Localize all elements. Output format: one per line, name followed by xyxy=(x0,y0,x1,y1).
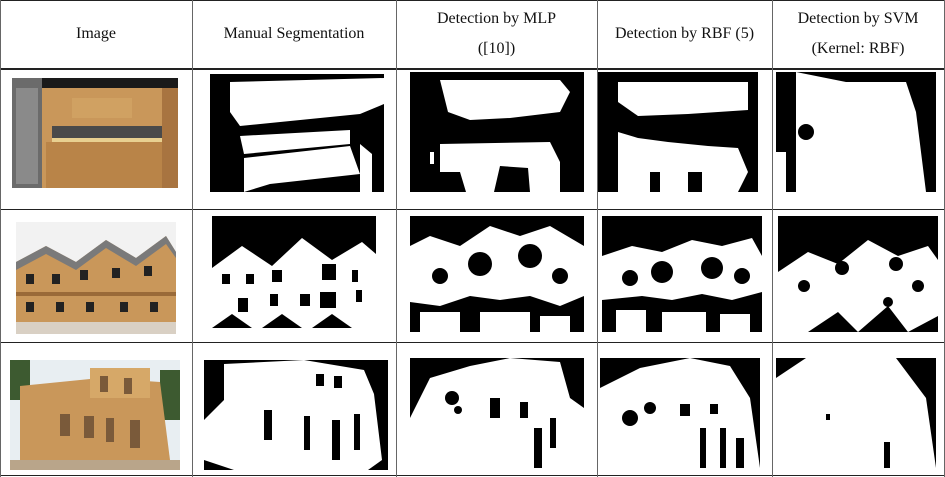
townhouses-photo xyxy=(16,222,176,334)
col-border-1 xyxy=(192,0,193,477)
townhouses-rbf-mask xyxy=(602,216,762,332)
header-divider xyxy=(0,68,945,70)
townhouses-svm-mask xyxy=(778,216,938,332)
header-mlp-label: Detection by MLP xyxy=(436,10,557,27)
townhouses-mlp-mask xyxy=(410,216,584,332)
house-frame-rbf-mask xyxy=(600,358,760,468)
kitchen-rbf-mask xyxy=(598,72,758,192)
header-mlp: Detection by MLP ([10]) xyxy=(396,0,597,68)
townhouses-manual-mask xyxy=(212,216,376,328)
col-border-4 xyxy=(772,0,773,477)
header-svm-kernel: (Kernel: RBF) xyxy=(811,40,905,57)
kitchen-photo xyxy=(12,78,178,188)
house-frame-photo xyxy=(10,360,180,470)
kitchen-svm-mask xyxy=(776,72,936,192)
header-rbf-label: Detection by RBF (5) xyxy=(614,25,755,42)
house-frame-svm-mask xyxy=(776,358,936,468)
header-image: Image xyxy=(0,0,192,68)
header-svm-label: Detection by SVM xyxy=(797,10,919,27)
row-divider-1 xyxy=(0,209,945,210)
header-manual-label: Manual Segmentation xyxy=(223,25,365,42)
kitchen-manual-mask xyxy=(210,74,384,192)
header-mlp-ref: ([10]) xyxy=(477,40,516,57)
kitchen-mlp-mask xyxy=(410,72,584,192)
row-divider-2 xyxy=(0,342,945,343)
house-frame-manual-mask xyxy=(204,360,388,470)
house-frame-mlp-mask xyxy=(410,358,584,468)
header-image-label: Image xyxy=(76,25,116,42)
header-svm: Detection by SVM (Kernel: RBF) xyxy=(772,0,944,68)
col-border-3 xyxy=(597,0,598,477)
col-border-2 xyxy=(396,0,397,477)
table-top-border xyxy=(0,0,945,1)
col-border-0 xyxy=(0,0,1,477)
table-bottom-border xyxy=(0,475,945,476)
header-rbf: Detection by RBF (5) xyxy=(597,0,772,68)
header-manual: Manual Segmentation xyxy=(192,0,396,68)
